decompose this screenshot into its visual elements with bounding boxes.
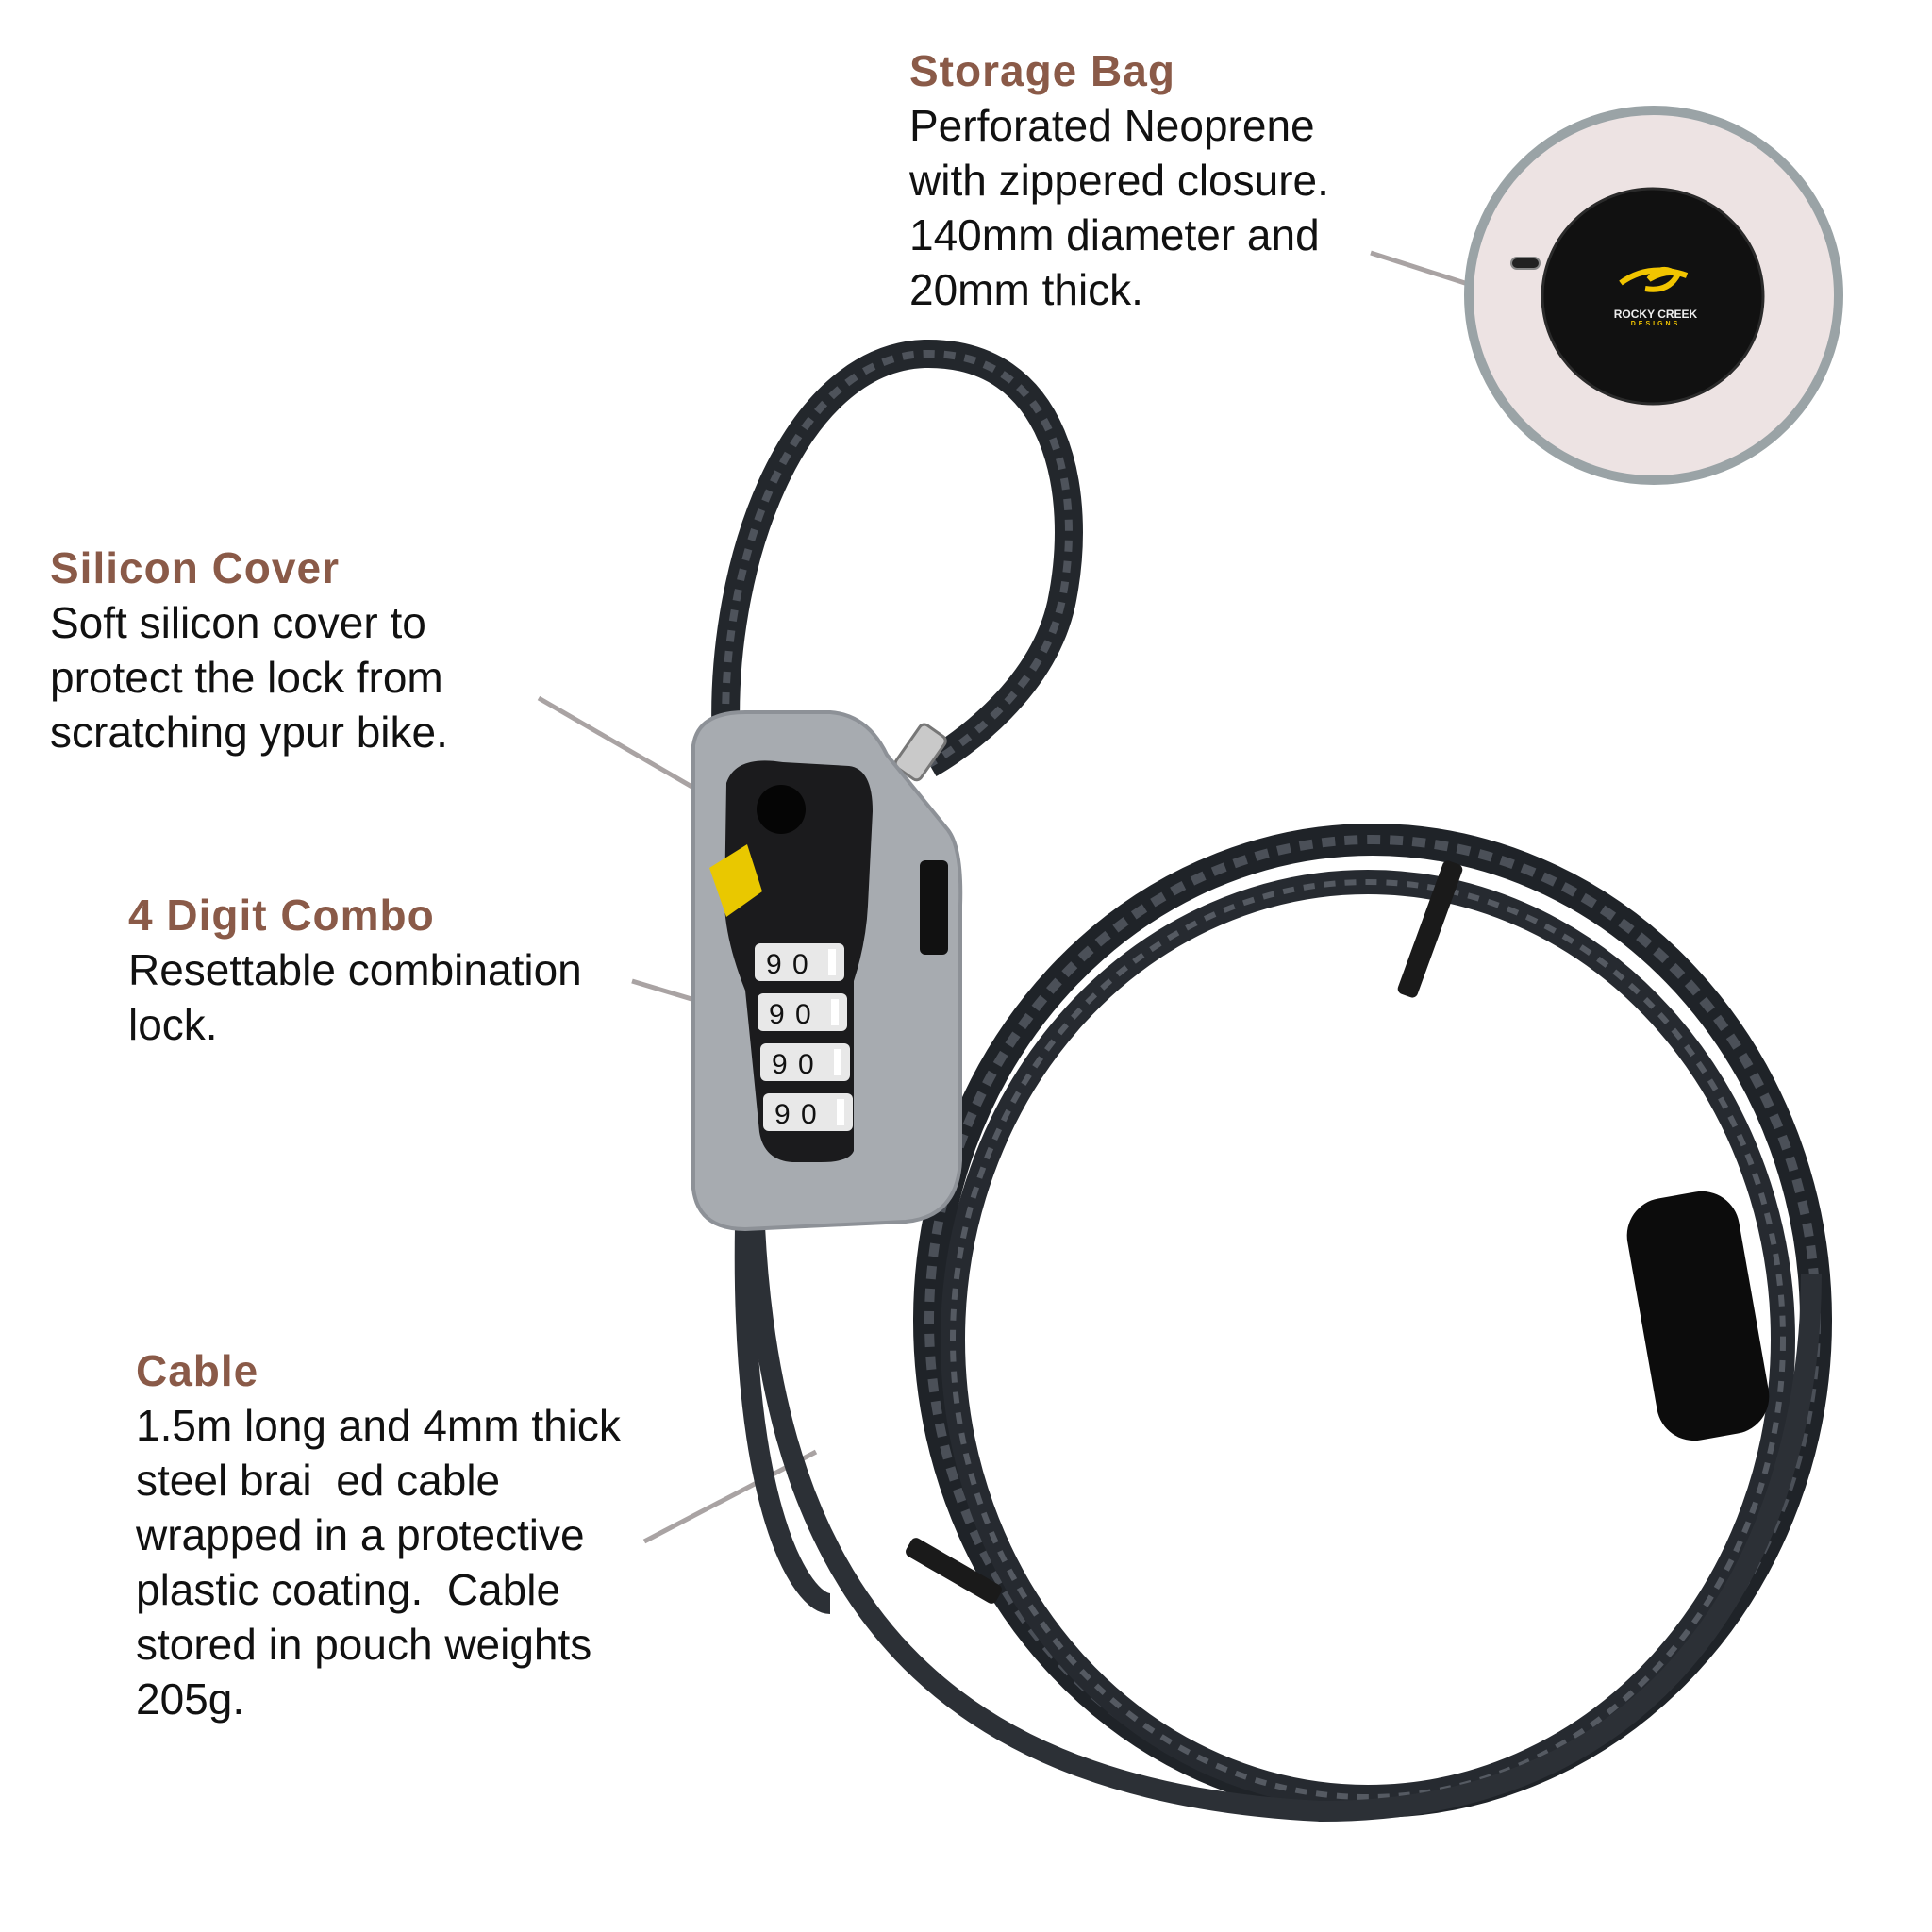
cable-ferrule [893,723,947,782]
callout-title: Silicon Cover [50,543,340,592]
dial-wheel[interactable] [758,993,847,1031]
dial-digit: 9 [772,1049,788,1080]
bag-brand-text: ROCKY CREEK [1613,308,1698,321]
storage-bag-pouch [1510,187,1765,406]
dial-digit: 0 [801,1099,817,1130]
cable-top-loop [711,339,1083,782]
dial-wheel[interactable] [755,943,844,981]
dial-digit: 9 [774,1099,791,1130]
cable-tie [1397,860,1463,998]
dial-tick [837,1099,844,1125]
callout-line: with zippered closure. [909,156,1329,205]
bag-brand-subtext: DESIGNS [1630,321,1681,327]
dial-tick [828,949,836,975]
dial-digit: 0 [792,949,808,980]
callout-line: wrapped in a protective [136,1510,585,1559]
leader-silicon-cover [537,695,708,798]
dial-tick [834,1049,841,1075]
callout-line: protect the lock from [50,653,443,702]
dial-tick [831,999,839,1025]
callout-title: Storage Bag [909,46,1175,95]
dial-wheel[interactable] [760,1043,850,1081]
callout-line: scratching ypur bike. [50,708,448,757]
dial-wheel[interactable] [763,1093,853,1131]
callout-storage-bag: Storage Bag Perforated Neoprene with zip… [909,43,1329,317]
dial-digit: 0 [798,1049,814,1080]
callout-line: Resettable combination [128,945,582,994]
cable-coil [734,824,1832,1823]
callout-line: Soft silicon cover to [50,598,426,647]
leader-storage-bag [1370,250,1469,287]
dial-digit: 9 [766,949,782,980]
callout-title: Cable [136,1346,259,1395]
callout-line: steel brai ed cable [136,1456,501,1505]
callout-cable: Cable 1.5m long and 4mm thick steel brai… [136,1343,621,1726]
callout-line: 140mm diameter and [909,210,1320,259]
reset-button [757,785,806,834]
callout-line: 20mm thick. [909,265,1143,314]
callout-title: 4 Digit Combo [128,891,435,940]
dial-digit: 0 [795,999,811,1030]
dial-digit: 9 [769,999,785,1030]
callout-line: plastic coating. Cable [136,1565,561,1614]
callout-line: 1.5m long and 4mm thick [136,1401,621,1450]
callout-silicon-cover: Silicon Cover Soft silicon cover to prot… [50,541,448,759]
brand-logo-icon [709,844,762,917]
cable-tie [906,1538,1002,1604]
callout-line: 205g. [136,1674,245,1724]
rocky-creek-logo-icon [1619,267,1689,292]
release-button [920,860,948,955]
callout-line: stored in pouch weights [136,1620,592,1669]
callout-line: lock. [128,1000,218,1049]
cable-sleeve [1626,1191,1770,1441]
zipper-pull-icon [1510,257,1541,270]
callout-line: Perforated Neoprene [909,101,1315,150]
callout-combo: 4 Digit Combo Resettable combination loc… [128,888,582,1052]
